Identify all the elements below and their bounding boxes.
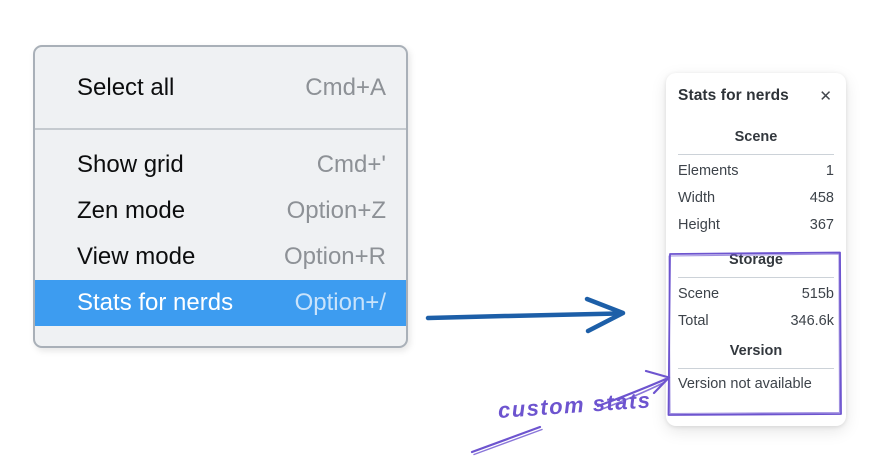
stat-row-width: Width 458 <box>678 185 834 212</box>
panel-title: Stats for nerds <box>678 87 789 104</box>
menu-item-select-all[interactable]: Select all Cmd+A <box>35 47 406 128</box>
version-note: Version not available <box>678 376 812 392</box>
section-divider <box>678 154 834 155</box>
close-icon: ✕ <box>819 87 832 105</box>
menu-item-label: Stats for nerds <box>77 289 234 316</box>
menu-item-label: Zen mode <box>77 197 186 224</box>
menu-item-view-mode[interactable]: View mode Option+R <box>35 234 406 280</box>
menu-item-stats-for-nerds[interactable]: Stats for nerds Option+/ <box>35 280 406 326</box>
menu-item-shortcut: Cmd+A <box>305 73 386 101</box>
stat-label: Elements <box>678 163 739 179</box>
stat-value: 458 <box>809 190 834 206</box>
stat-value: 1 <box>825 163 834 179</box>
menu-divider <box>35 128 406 130</box>
stats-panel-header: Stats for nerds ✕ <box>678 87 834 105</box>
flow-arrow <box>425 296 626 334</box>
stat-label: Height <box>678 217 720 233</box>
close-button[interactable]: ✕ <box>817 88 834 105</box>
menu-item-shortcut: Option+/ <box>294 289 386 316</box>
menu-item-shortcut: Option+R <box>283 243 386 270</box>
stat-row-elements: Elements 1 <box>678 158 834 185</box>
stats-panel: Stats for nerds ✕ Scene Elements 1 Width… <box>666 73 846 426</box>
stat-row-scene-storage: Scene 515b <box>678 281 834 308</box>
annotation-label: custom stats <box>497 387 653 423</box>
stat-value: 367 <box>809 217 834 233</box>
storage-section-header: Storage <box>729 252 783 268</box>
section-divider <box>678 277 834 278</box>
stat-value: 346.6k <box>790 313 834 329</box>
stat-label: Total <box>678 313 709 329</box>
menu-item-label: View mode <box>77 243 196 270</box>
context-menu: Select all Cmd+A Show grid Cmd+' Zen mod… <box>33 45 408 348</box>
menu-item-label: Select all <box>77 73 175 101</box>
version-section-header: Version <box>729 343 783 359</box>
menu-item-label: Show grid <box>77 151 184 178</box>
stat-row-height: Height 367 <box>678 212 834 239</box>
section-divider <box>678 368 834 369</box>
stat-label: Scene <box>678 286 720 302</box>
menu-spacer <box>35 130 406 142</box>
stat-label: Width <box>678 190 716 206</box>
menu-item-shortcut: Option+Z <box>286 197 386 224</box>
menu-item-shortcut: Cmd+' <box>316 151 386 178</box>
menu-item-show-grid[interactable]: Show grid Cmd+' <box>35 142 406 188</box>
stat-value: 515b <box>801 286 834 302</box>
menu-item-zen-mode[interactable]: Zen mode Option+Z <box>35 188 406 234</box>
scene-section-header: Scene <box>734 129 778 145</box>
stat-row-total-storage: Total 346.6k <box>678 308 834 335</box>
